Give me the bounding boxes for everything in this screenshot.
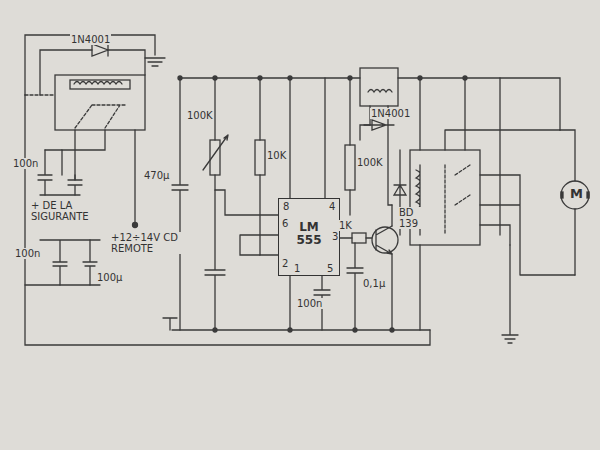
value-label: 1K bbox=[338, 220, 353, 231]
pin-number: 5 bbox=[326, 263, 334, 274]
value-label: 100µ bbox=[96, 272, 123, 283]
pin-number: 4 bbox=[328, 201, 336, 212]
pin-number: 3 bbox=[331, 231, 339, 242]
pin-number: 8 bbox=[282, 201, 290, 212]
part-label: 1N4001 bbox=[70, 34, 111, 45]
value-label: 100n bbox=[14, 248, 41, 259]
pin-number: 1 bbox=[293, 263, 301, 274]
wires bbox=[25, 35, 589, 345]
pin-number: 6 bbox=[281, 218, 289, 229]
value-label: 100n bbox=[296, 298, 323, 309]
motor-letter: M bbox=[569, 188, 584, 199]
value-label: 100K bbox=[186, 110, 214, 121]
part-label: 1N4001 bbox=[370, 108, 411, 119]
value-label: 10K bbox=[266, 150, 287, 161]
value-label: 100n bbox=[12, 158, 39, 169]
pin-number: 2 bbox=[281, 258, 289, 269]
value-label: 470µ bbox=[143, 170, 170, 181]
value-label: 100K bbox=[356, 157, 384, 168]
ic-name: LM 555 bbox=[293, 221, 325, 247]
terminal-label: + DE LA SIGURANTE bbox=[30, 200, 102, 222]
value-label: 0,1µ bbox=[362, 278, 386, 289]
terminal-label: +12÷14V CD REMOTE bbox=[110, 232, 182, 254]
part-label: BD 139 bbox=[398, 207, 428, 229]
